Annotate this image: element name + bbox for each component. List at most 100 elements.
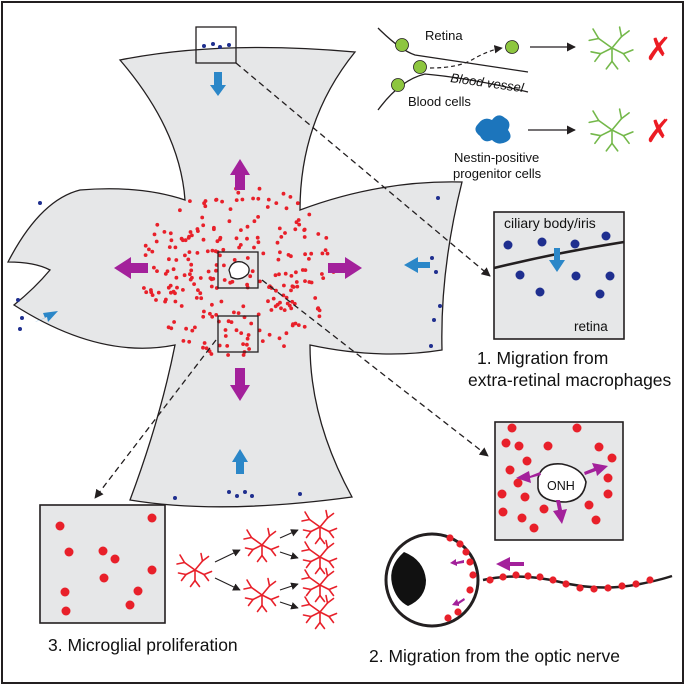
microglia-branch — [326, 597, 335, 604]
macrophage-dot — [227, 43, 231, 47]
microglia-branch — [314, 621, 321, 630]
macrophage-dot — [515, 270, 525, 280]
microglia-dot — [594, 442, 604, 452]
microglia-branch — [319, 602, 329, 613]
microglia-dot — [150, 249, 155, 254]
microglia-branch — [304, 569, 311, 579]
microglia-branch — [611, 47, 625, 55]
microglia-dot — [246, 333, 251, 337]
microglia-dot — [313, 296, 318, 300]
microglia-branch — [177, 572, 187, 576]
microglia-branch — [319, 584, 330, 591]
microglia-dot — [110, 554, 120, 564]
microglia-dot — [277, 226, 282, 231]
retina-inset-label: retina — [574, 319, 608, 334]
microglia-dot — [184, 326, 189, 331]
macrophage-dot — [571, 271, 581, 281]
microglia-dot — [261, 251, 266, 256]
microglia-dot — [529, 523, 539, 533]
microglia-dot — [239, 331, 244, 335]
microglia-branch — [247, 548, 254, 557]
microglia-dot — [201, 314, 206, 319]
microglia-dot — [189, 262, 194, 267]
microglia-branch — [328, 585, 338, 591]
microglia-dot — [294, 270, 298, 275]
macrophage-dot — [218, 45, 222, 49]
microglia-dot — [200, 215, 205, 220]
microglia-dot — [444, 614, 452, 622]
microglia-branch — [319, 575, 329, 586]
microglia-dot — [238, 243, 243, 247]
macrophage-dot — [227, 490, 231, 494]
microglia-dot — [204, 346, 209, 351]
microglia-branch — [302, 529, 312, 533]
microglia-dot — [173, 291, 177, 296]
microglia-dot — [220, 199, 225, 204]
microglia-dot — [303, 279, 307, 283]
arrow-down-magenta — [230, 368, 250, 401]
microglia-dot — [241, 304, 246, 309]
microglia-dot — [507, 423, 517, 433]
microglia-dot — [291, 322, 295, 327]
caption-migration-extra-retinal-line2: extra-retinal macrophages — [468, 370, 672, 390]
microglia-dot — [167, 257, 171, 262]
microglia-dot — [522, 456, 532, 466]
microglia-dot — [188, 199, 192, 204]
microglia-dot — [201, 223, 206, 228]
caption-migration-optic-nerve: 2. Migration from the optic nerve — [369, 646, 620, 666]
proliferation-arrow — [279, 529, 299, 539]
arrow-up-magenta — [230, 159, 250, 190]
microglia-branch — [270, 598, 277, 607]
arrow-right-blue — [35, 311, 58, 322]
ciliary-body-label: ciliary body/iris — [504, 215, 596, 231]
microglia-branch — [302, 587, 312, 591]
extravasation-path — [429, 45, 503, 69]
microglia-dot — [147, 565, 157, 575]
microglia-branch — [319, 566, 326, 575]
microglia-branch — [301, 548, 311, 552]
microglia-dot — [206, 269, 211, 274]
microglia-dot — [286, 253, 291, 257]
microglia-dot — [165, 269, 170, 274]
blood-cell — [395, 38, 409, 52]
microglia-branch — [319, 517, 329, 528]
microglia-branch — [328, 615, 335, 624]
microglia-dot — [267, 332, 272, 337]
microglia-branch — [328, 557, 338, 563]
microglia-branch — [310, 611, 321, 618]
microglia-branch — [246, 579, 253, 589]
microglia-dot — [186, 257, 191, 262]
onh-arrow-right — [584, 463, 608, 476]
microglia-dot — [572, 423, 582, 433]
microglia-dot — [198, 291, 203, 296]
microglia-dot — [215, 239, 220, 244]
microglia-dot — [186, 236, 191, 240]
microglia-dot — [309, 251, 314, 256]
microglia-branch — [325, 594, 329, 604]
microglia-branch — [244, 597, 254, 601]
microglia-dot — [289, 288, 293, 293]
microglia-dot — [295, 284, 300, 289]
microglia-dot — [284, 331, 289, 336]
microglia-dot — [275, 240, 280, 245]
microglia-dot — [256, 240, 261, 245]
microglia-dot — [282, 344, 286, 348]
microglia-dot — [297, 222, 302, 227]
microglia-green-icon-mid — [588, 108, 634, 152]
microglia-dot — [505, 465, 515, 475]
microglia-dot — [303, 252, 307, 257]
microglia-dot — [543, 441, 553, 451]
microglia-dot — [271, 296, 276, 301]
microglia-branch — [326, 570, 335, 577]
microglia-branch — [308, 576, 321, 586]
onh-selection-box — [217, 251, 259, 289]
microglia-branch — [189, 579, 196, 588]
microglia-dot — [232, 310, 236, 315]
microglia-branch — [599, 129, 613, 137]
microglia-branch — [325, 567, 329, 577]
microglia-branch — [328, 560, 335, 569]
microglia-branch — [247, 598, 254, 607]
microglia-dot — [192, 282, 197, 286]
caption-migration-extra-retinal-line1: 1. Migration from — [477, 348, 608, 368]
